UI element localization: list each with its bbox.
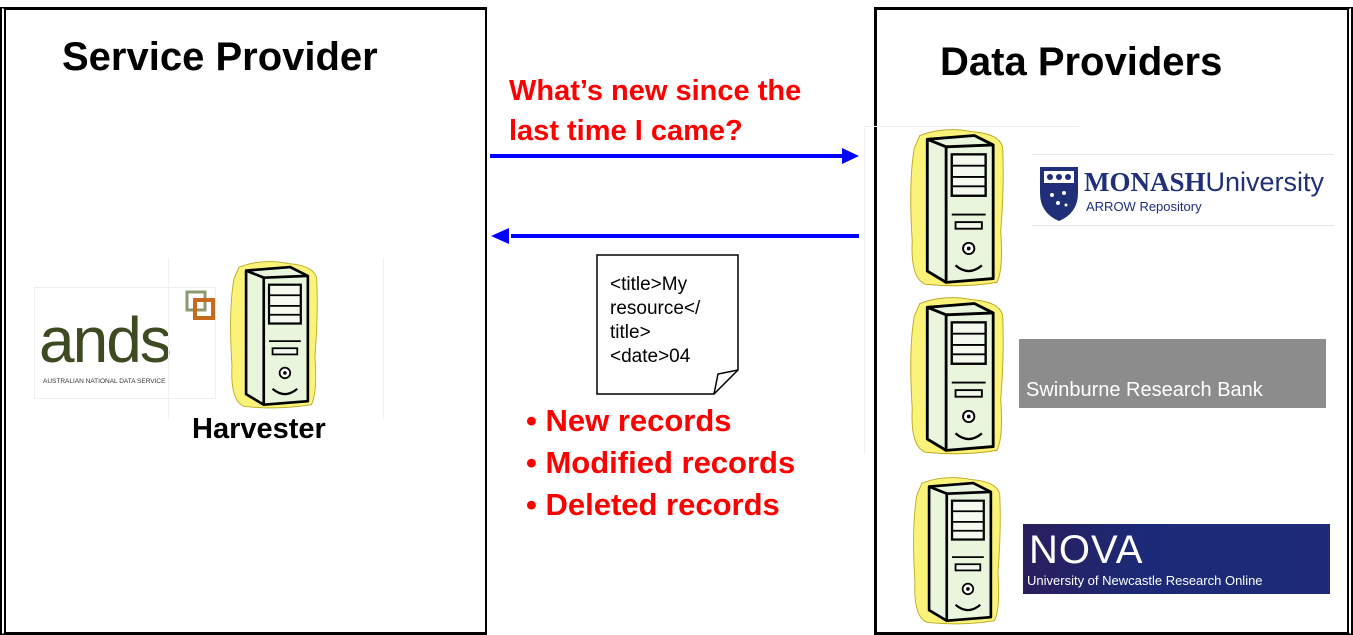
document-icon [596,254,739,395]
server-icon [905,128,1007,288]
monash-logo: MONASHUniversity ARROW Repository [1032,154,1334,226]
harvester-server-icon [218,260,328,410]
ands-logo-text: ands [39,304,170,376]
harvester-label: Harvester [192,413,326,445]
server-icon [905,296,1007,456]
provider-divider [864,294,865,454]
ands-logo-subtitle: AUSTRALIAN NATIONAL DATA SERVICE [43,378,166,385]
request-response-arrows [490,148,859,244]
metadata-document: <title>My resource</ title> <date>04 [596,254,740,396]
bullet-modified-records: • Modified records [526,445,796,480]
question-line-1: What’s new since the [509,75,802,107]
server-icon [905,476,1007,626]
harvester-box [168,258,384,420]
nova-name: NOVA [1029,528,1144,572]
request-arrowhead [842,148,859,164]
monash-subtitle: ARROW Repository [1086,199,1202,214]
document-line: <title>My [610,274,688,295]
document-line: resource</ [610,298,701,319]
nova-logo: NOVA University of Newcastle Research On… [1023,524,1330,594]
response-arrowhead [491,228,509,244]
bullet-new-records: • New records [526,403,732,438]
monash-crest-icon [1040,167,1078,221]
ands-logo-icon: ands AUSTRALIAN NATIONAL DATA SERVICE [39,290,215,385]
question-line-2: last time I came? [509,115,743,147]
ands-logo: ands AUSTRALIAN NATIONAL DATA SERVICE [34,287,216,399]
monash-name: MONASH [1084,167,1206,197]
service-provider-title: Service Provider [62,35,378,79]
document-line: <date>04 [610,346,691,367]
document-line: title> [610,322,651,343]
nova-subtitle: University of Newcastle Research Online [1027,573,1263,588]
swinburne-name: Swinburne Research Bank [1026,379,1263,401]
data-providers-title: Data Providers [940,40,1223,84]
bullet-deleted-records: • Deleted records [526,487,780,522]
provider-1-box [864,126,1079,295]
swinburne-logo: Swinburne Research Bank [1019,339,1326,408]
monash-name-suffix: University [1205,167,1325,197]
